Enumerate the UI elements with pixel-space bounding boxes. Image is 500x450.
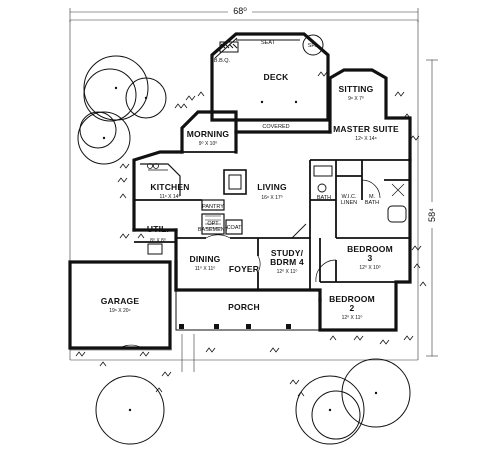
garage-size: 19⁶ X 20⁴	[109, 308, 130, 314]
study-label-line1: STUDY/	[271, 248, 304, 258]
seat-label: SEAT	[261, 40, 276, 46]
m-bath-label-line2: BATH	[365, 200, 379, 206]
living-size: 16⁸ X 17⁰	[261, 195, 282, 201]
dining-label: DINING	[190, 254, 221, 264]
bedroom3-label-line1: BEDROOM	[347, 244, 393, 254]
sitting-size: 9⁸ X 7⁰	[348, 96, 364, 102]
opt-basement-label-line1: OPT	[207, 221, 219, 227]
bedroom3-size: 12⁰ X 10⁰	[359, 265, 380, 271]
property-line	[69, 19, 419, 361]
tree-cluster-left	[77, 55, 167, 165]
kitchen-size: 11⁶ X 14⁰	[160, 194, 181, 200]
opt-basement-label-line2: BASEMENT	[198, 227, 229, 233]
m-bath-label-line1: M.	[369, 194, 376, 200]
bbq-label: B.B.Q.	[214, 58, 231, 64]
depth-dimension-label: 58⁴	[427, 208, 437, 222]
bedroom2-label-line2: 2	[350, 303, 355, 313]
interior-walls	[134, 151, 410, 290]
dining-size: 11⁰ X 11⁰	[195, 266, 216, 272]
util-label: UTIL.	[147, 224, 169, 234]
util-size: 8⁰ X 8⁰	[150, 238, 166, 244]
bedroom2-size: 12⁰ X 11⁰	[342, 315, 363, 321]
master-suite-label: MASTER SUITE	[333, 124, 399, 134]
sitting-label: SITTING	[339, 84, 374, 94]
garage-label: GARAGE	[101, 296, 140, 306]
width-dimension-line: 68⁰	[69, 5, 419, 22]
tree-bottom-left	[95, 375, 165, 445]
tree-cluster-bottom-right	[295, 358, 411, 445]
deck-area	[210, 32, 330, 122]
deck-note: COVERED	[262, 124, 289, 130]
depth-dimension-line: 58⁴	[424, 59, 440, 357]
spa-label: SPA	[308, 43, 319, 49]
site-lines	[70, 334, 195, 372]
coat-label: COAT	[227, 225, 243, 231]
deck-label: DECK	[264, 72, 290, 82]
pantry-label: PANTRY	[202, 204, 224, 210]
bedroom2-label-line1: BEDROOM	[329, 294, 375, 304]
study-size: 12⁰ X 11⁰	[277, 269, 298, 275]
porch-label: PORCH	[228, 302, 260, 312]
wic-label-line1: W.I.C.	[342, 194, 357, 200]
morning-size: 9⁰ X 10⁰	[199, 141, 217, 147]
morning-label: MORNING	[187, 129, 230, 139]
bath-label: BATH	[317, 195, 331, 201]
foyer-label: FOYER	[229, 264, 259, 274]
exterior-walls	[68, 68, 412, 350]
bedroom3-label-line2: 3	[368, 253, 373, 263]
kitchen-label: KITCHEN	[150, 182, 189, 192]
porch-area	[175, 290, 320, 331]
living-label: LIVING	[257, 182, 287, 192]
study-label-line2: BDRM 4	[270, 257, 304, 267]
master-suite-size: 12⁶ X 14⁸	[355, 136, 376, 142]
door-swings	[119, 179, 381, 349]
wic-label-line2: LINEN	[341, 200, 357, 206]
width-dimension-label: 68⁰	[233, 6, 247, 16]
